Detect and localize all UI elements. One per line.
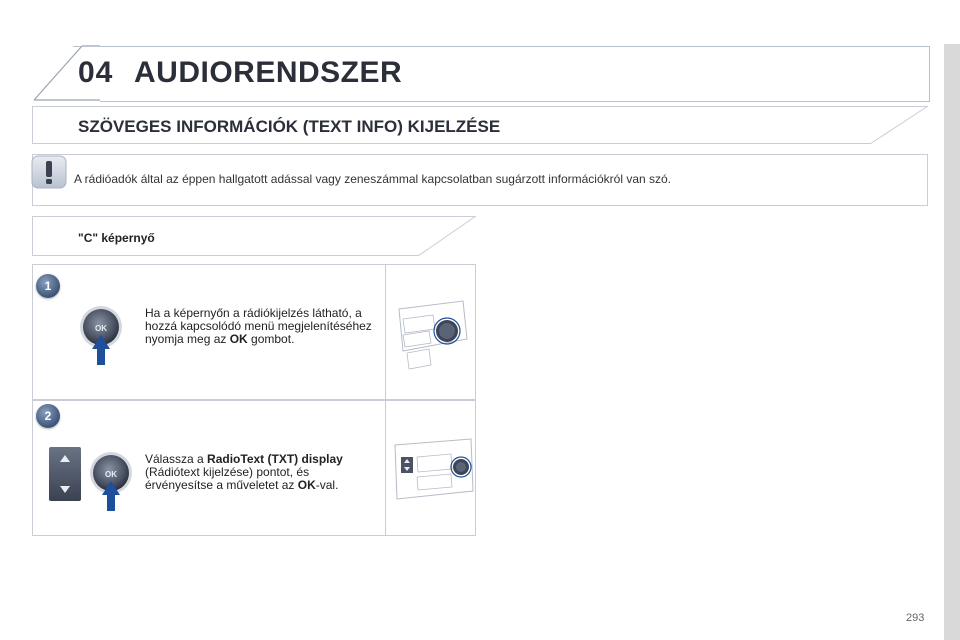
dashboard-ok-location-illustration	[398, 300, 468, 370]
section-corner-diagonal	[870, 105, 930, 146]
arrow-keys-illustration	[49, 447, 81, 501]
warning-icon	[31, 155, 67, 189]
screen-corner-diagonal	[418, 215, 478, 258]
ok-button-press-illustration: OK	[80, 306, 122, 365]
step-1-badge: 1	[36, 274, 60, 298]
chapter-title: AUDIORENDSZER	[134, 56, 403, 89]
screen-title: "C" képernyő	[78, 231, 155, 245]
ok-knob-label: OK	[105, 470, 117, 479]
section-heading-box	[32, 106, 928, 144]
page-edge-strip	[944, 44, 960, 640]
section-title: SZÖVEGES INFORMÁCIÓK (TEXT INFO) KIJELZÉ…	[78, 117, 501, 136]
screen-heading-box	[32, 216, 476, 256]
step-1-divider	[385, 265, 386, 399]
dashboard-controls-illustration	[394, 438, 474, 500]
ok-knob-label: OK	[95, 324, 107, 333]
chapter-number: 04	[78, 56, 114, 89]
chapter-corner-diagonal	[33, 45, 100, 102]
info-text: A rádióadók által az éppen hallgatott ad…	[74, 172, 672, 186]
step-2-badge: 2	[36, 404, 60, 428]
step-1-panel: OK Ha a képernyőn a rádiókijelzés láthat…	[32, 264, 476, 400]
step-2-text: Válassza a RadioText (TXT) display (Rádi…	[145, 452, 343, 492]
page-number: 293	[906, 612, 925, 624]
step-1-text: Ha a képernyőn a rádiókijelzés látható, …	[145, 306, 372, 346]
chapter-header	[33, 46, 930, 104]
step-2-panel: OK Válassza a RadioText (TXT) display (R…	[32, 400, 476, 536]
ok-button-press-illustration: OK	[90, 452, 132, 511]
step-2-divider	[385, 401, 386, 535]
